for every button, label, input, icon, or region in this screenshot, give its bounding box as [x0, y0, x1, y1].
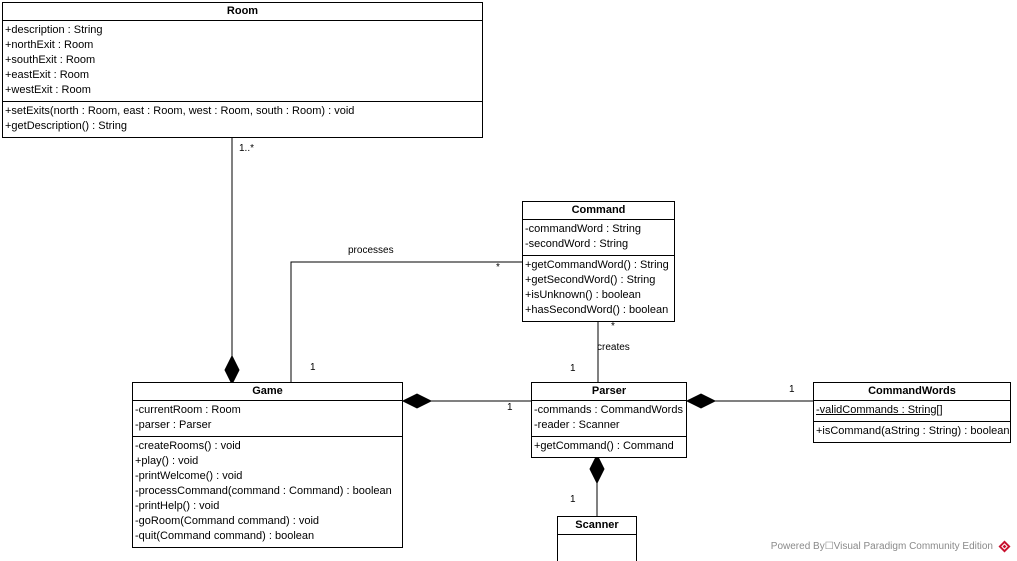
attribute-item: +southExit : Room	[5, 54, 96, 66]
association-label-creates: creates	[597, 342, 630, 353]
operation-item: +getDescription() : String	[5, 120, 127, 132]
operation-item: +isUnknown() : boolean	[525, 289, 641, 301]
attribute-item: -currentRoom : Room	[135, 404, 241, 416]
operation-item: -processCommand(command : Command) : boo…	[135, 485, 392, 497]
operation-item: +getSecondWord() : String	[525, 274, 656, 286]
attribute-item: +westExit : Room	[5, 84, 91, 96]
operations-compartment-parser: +getCommand() : Command	[532, 437, 686, 457]
multiplicity-parser-commandwords: 1	[789, 384, 795, 395]
attributes-compartment-game: -currentRoom : Room -parser : Parser	[133, 401, 402, 437]
attribute-item: +eastExit : Room	[5, 69, 90, 81]
attribute-item: -validCommands : String[]	[816, 404, 943, 416]
operations-compartment-room: +setExits(north : Room, east : Room, wes…	[3, 102, 482, 137]
operations-compartment-commandwords: +isCommand(aString : String) : boolean	[814, 422, 1010, 442]
operation-item: -printWelcome() : void	[135, 470, 243, 482]
class-title-commandwords: CommandWords	[814, 383, 1010, 401]
operation-item: -createRooms() : void	[135, 440, 241, 452]
attribute-item: -reader : Scanner	[534, 419, 620, 431]
composition-diamond-room-game	[224, 354, 240, 386]
operation-item: -printHelp() : void	[135, 500, 220, 512]
operation-item: +setExits(north : Room, east : Room, wes…	[5, 105, 355, 117]
class-title-game: Game	[133, 383, 402, 401]
class-title-command: Command	[523, 202, 674, 220]
class-title-scanner: Scanner	[558, 517, 636, 535]
attributes-compartment-command: -commandWord : String -secondWord : Stri…	[523, 220, 674, 256]
attribute-item: +northExit : Room	[5, 39, 94, 51]
multiplicity-processes-game: 1	[310, 362, 316, 373]
class-box-command[interactable]: Command -commandWord : String -secondWor…	[522, 201, 675, 322]
link-game-command-processes	[290, 261, 522, 382]
attributes-compartment-scanner	[558, 535, 636, 561]
multiplicity-creates-parser: 1	[570, 363, 576, 374]
operation-item: +play() : void	[135, 455, 199, 467]
operation-item: -goRoom(Command command) : void	[135, 515, 320, 527]
class-box-room[interactable]: Room +description : String +northExit : …	[2, 2, 483, 138]
multiplicity-room-game: 1..*	[239, 143, 255, 154]
multiplicity-creates-command: *	[611, 321, 615, 332]
operation-item: +hasSecondWord() : boolean	[525, 304, 669, 316]
attribute-item: -secondWord : String	[525, 238, 629, 250]
class-box-scanner[interactable]: Scanner	[557, 516, 637, 561]
class-title-parser: Parser	[532, 383, 686, 401]
operations-compartment-game: -createRooms() : void +play() : void -pr…	[133, 437, 402, 547]
class-title-room: Room	[3, 3, 482, 21]
watermark: Powered By☐Visual Paradigm Community Edi…	[771, 540, 1011, 553]
composition-diamond-parser-commandwords	[685, 393, 717, 409]
operations-compartment-command: +getCommandWord() : String +getSecondWor…	[523, 256, 674, 321]
association-label-processes: processes	[348, 245, 394, 256]
class-box-game[interactable]: Game -currentRoom : Room -parser : Parse…	[132, 382, 403, 548]
multiplicity-processes-command: *	[496, 262, 500, 273]
multiplicity-parser-scanner: 1	[570, 494, 576, 505]
visual-paradigm-logo-icon	[998, 540, 1011, 553]
class-box-commandwords[interactable]: CommandWords -validCommands : String[] +…	[813, 382, 1011, 443]
attribute-item: -commands : CommandWords	[534, 404, 683, 416]
attributes-compartment-parser: -commands : CommandWords -reader : Scann…	[532, 401, 686, 437]
operation-item: -quit(Command command) : boolean	[135, 530, 315, 542]
attributes-compartment-commandwords: -validCommands : String[]	[814, 401, 1010, 422]
attribute-item: +description : String	[5, 24, 103, 36]
composition-diamond-game-parser	[401, 393, 433, 409]
attribute-item: -commandWord : String	[525, 223, 641, 235]
operation-item: +getCommand() : Command	[534, 440, 674, 452]
multiplicity-game-parser: 1	[507, 402, 513, 413]
class-box-parser[interactable]: Parser -commands : CommandWords -reader …	[531, 382, 687, 458]
composition-diamond-parser-scanner	[589, 453, 605, 485]
operation-item: +isCommand(aString : String) : boolean	[816, 425, 1010, 437]
watermark-text: Powered By☐Visual Paradigm Community Edi…	[770, 541, 993, 552]
attribute-item: -parser : Parser	[135, 419, 212, 431]
operation-item: +getCommandWord() : String	[525, 259, 669, 271]
attributes-compartment-room: +description : String +northExit : Room …	[3, 21, 482, 102]
